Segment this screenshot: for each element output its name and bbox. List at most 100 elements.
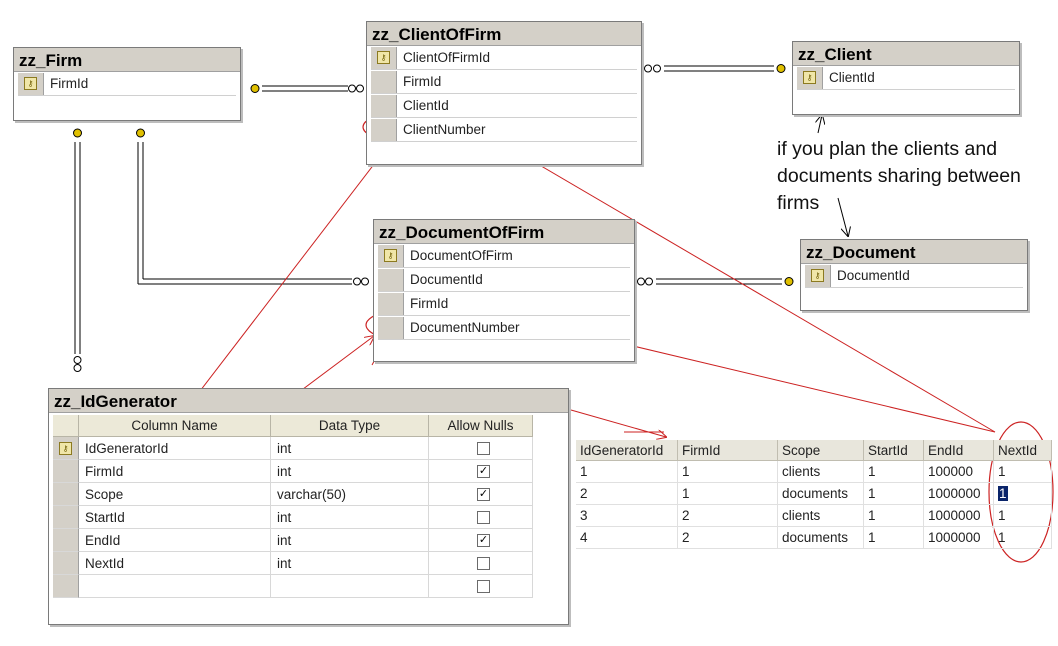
header-cell[interactable]: Scope — [778, 440, 864, 461]
column-name-cell[interactable] — [79, 575, 271, 598]
column-row[interactable]: ⚷ DocumentOfFirm — [378, 244, 630, 268]
table-zz-idgenerator[interactable]: zz_IdGenerator Column Name Data Type All… — [48, 388, 569, 625]
column-name-cell[interactable]: EndId — [79, 529, 271, 552]
header-cell[interactable]: EndId — [924, 440, 994, 461]
allow-nulls-cell[interactable] — [429, 552, 533, 575]
row-selector[interactable] — [371, 118, 397, 141]
header-column-name[interactable]: Column Name — [79, 415, 271, 437]
result-row[interactable]: 2 1 documents 1 1000000 1 — [576, 483, 1052, 505]
result-cell[interactable]: 1 — [864, 527, 924, 549]
result-cell[interactable]: 1000000 — [924, 483, 994, 505]
allow-nulls-cell[interactable] — [429, 575, 533, 598]
result-cell[interactable]: 3 — [576, 505, 678, 527]
result-cell[interactable]: 1 — [864, 483, 924, 505]
header-cell[interactable]: IdGeneratorId — [576, 440, 678, 461]
table-zz-clientoffirm[interactable]: zz_ClientOfFirm ⚷ ClientOfFirmId FirmId … — [366, 21, 642, 165]
header-cell[interactable]: NextId — [994, 440, 1052, 461]
row-selector[interactable] — [53, 483, 79, 506]
row-selector[interactable] — [53, 506, 79, 529]
data-type-cell[interactable]: int — [271, 529, 429, 552]
allow-nulls-checkbox[interactable] — [477, 579, 490, 593]
result-cell[interactable]: documents — [778, 527, 864, 549]
result-row[interactable]: 1 1 clients 1 100000 1 — [576, 461, 1052, 483]
design-row[interactable]: NextId int — [53, 552, 533, 575]
data-type-cell[interactable]: int — [271, 460, 429, 483]
result-cell[interactable]: clients — [778, 505, 864, 527]
allow-nulls-checkbox[interactable]: ✓ — [477, 464, 490, 478]
allow-nulls-checkbox[interactable]: ✓ — [477, 533, 490, 547]
row-selector[interactable]: ⚷ — [805, 264, 831, 287]
result-row[interactable]: 4 2 documents 1 1000000 1 — [576, 527, 1052, 549]
row-selector[interactable] — [53, 460, 79, 483]
row-selector[interactable] — [53, 529, 79, 552]
row-selector[interactable] — [371, 94, 397, 117]
column-row[interactable]: ⚷ ClientOfFirmId — [371, 46, 637, 70]
result-cell[interactable]: documents — [778, 483, 864, 505]
header-cell[interactable]: StartId — [864, 440, 924, 461]
result-cell[interactable]: 1 — [864, 505, 924, 527]
allow-nulls-cell[interactable] — [429, 506, 533, 529]
result-cell[interactable]: 100000 — [924, 461, 994, 483]
header-cell[interactable]: FirmId — [678, 440, 778, 461]
row-selector[interactable]: ⚷ — [53, 437, 79, 460]
row-selector[interactable] — [378, 316, 404, 339]
header-data-type[interactable]: Data Type — [271, 415, 429, 437]
allow-nulls-checkbox[interactable]: ✓ — [477, 487, 490, 501]
result-row[interactable]: 3 2 clients 1 1000000 1 — [576, 505, 1052, 527]
column-row[interactable]: ⚷ FirmId — [18, 72, 236, 96]
result-cell[interactable]: 2 — [678, 527, 778, 549]
result-cell[interactable]: 1 — [678, 483, 778, 505]
result-cell[interactable]: 1 — [678, 461, 778, 483]
row-selector[interactable]: ⚷ — [378, 244, 404, 267]
allow-nulls-checkbox[interactable] — [477, 510, 490, 524]
result-cell[interactable]: 4 — [576, 527, 678, 549]
column-name-cell[interactable]: NextId — [79, 552, 271, 575]
table-zz-document[interactable]: zz_Document ⚷ DocumentId — [800, 239, 1028, 311]
allow-nulls-cell[interactable]: ✓ — [429, 529, 533, 552]
design-row[interactable]: ⚷ IdGeneratorId int — [53, 437, 533, 460]
data-type-cell[interactable]: int — [271, 506, 429, 529]
design-row[interactable]: Scope varchar(50) ✓ — [53, 483, 533, 506]
row-selector[interactable]: ⚷ — [371, 46, 397, 69]
result-cell[interactable]: 1 — [994, 461, 1052, 483]
result-cell[interactable]: 1000000 — [924, 527, 994, 549]
row-selector[interactable]: ⚷ — [18, 72, 44, 95]
column-row[interactable]: FirmId — [378, 292, 630, 316]
design-row[interactable]: FirmId int ✓ — [53, 460, 533, 483]
design-row-new[interactable] — [53, 575, 533, 598]
design-row[interactable]: StartId int — [53, 506, 533, 529]
allow-nulls-cell[interactable]: ✓ — [429, 460, 533, 483]
data-type-cell[interactable]: int — [271, 437, 429, 460]
result-cell[interactable]: 1 — [994, 527, 1052, 549]
row-selector[interactable] — [371, 70, 397, 93]
table-zz-client[interactable]: zz_Client ⚷ ClientId — [792, 41, 1020, 115]
design-grid[interactable]: Column Name Data Type Allow Nulls ⚷ IdGe… — [53, 415, 533, 598]
column-row[interactable]: ⚷ ClientId — [797, 66, 1015, 90]
allow-nulls-checkbox[interactable] — [477, 556, 490, 570]
data-type-cell[interactable] — [271, 575, 429, 598]
column-row[interactable]: FirmId — [371, 70, 637, 94]
table-zz-firm[interactable]: zz_Firm ⚷ FirmId — [13, 47, 241, 121]
column-row[interactable]: DocumentId — [378, 268, 630, 292]
result-cell-selected[interactable]: 1 — [994, 483, 1052, 505]
row-selector[interactable] — [53, 575, 79, 598]
data-type-cell[interactable]: int — [271, 552, 429, 575]
result-cell[interactable]: 1 — [576, 461, 678, 483]
result-cell[interactable]: 1 — [864, 461, 924, 483]
allow-nulls-checkbox[interactable] — [477, 441, 490, 455]
allow-nulls-cell[interactable]: ✓ — [429, 483, 533, 506]
allow-nulls-cell[interactable] — [429, 437, 533, 460]
column-name-cell[interactable]: IdGeneratorId — [79, 437, 271, 460]
row-selector[interactable] — [378, 292, 404, 315]
row-selector[interactable] — [378, 268, 404, 291]
result-cell[interactable]: 1000000 — [924, 505, 994, 527]
header-allow-nulls[interactable]: Allow Nulls — [429, 415, 533, 437]
design-row[interactable]: EndId int ✓ — [53, 529, 533, 552]
column-name-cell[interactable]: StartId — [79, 506, 271, 529]
result-cell[interactable]: 2 — [678, 505, 778, 527]
row-selector[interactable] — [53, 552, 79, 575]
row-selector[interactable]: ⚷ — [797, 66, 823, 89]
column-row[interactable]: ⚷ DocumentId — [805, 264, 1023, 288]
column-row[interactable]: DocumentNumber — [378, 316, 630, 340]
column-row[interactable]: ClientId — [371, 94, 637, 118]
